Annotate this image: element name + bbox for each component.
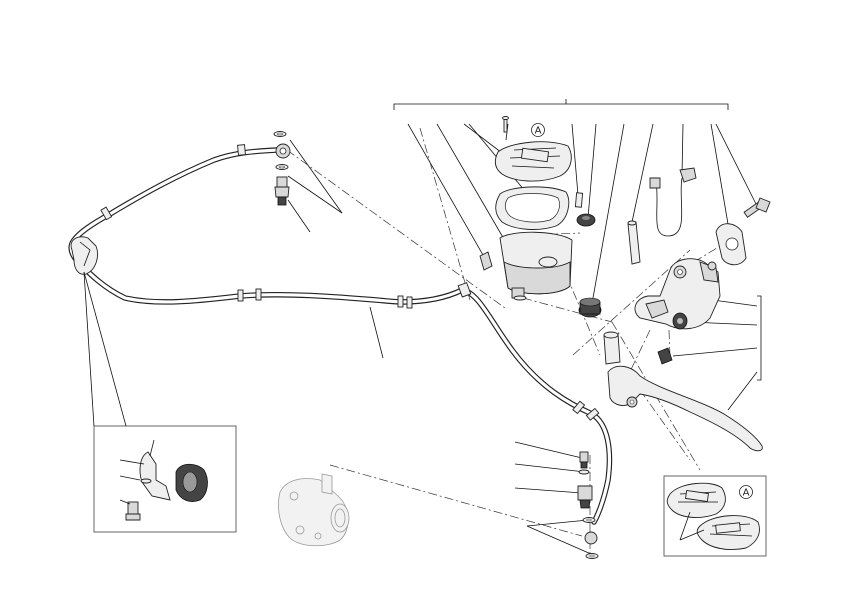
right-group-bracket xyxy=(757,295,762,381)
lower-fitting-stack xyxy=(577,451,599,559)
upper-banjo-bolt xyxy=(273,131,290,206)
leader-lines-lower xyxy=(287,139,592,555)
reservoir-body xyxy=(479,231,573,301)
clutch-switch xyxy=(649,167,697,237)
callout-a-main-circle xyxy=(531,123,545,137)
leader-lines-top xyxy=(407,123,759,299)
master-cylinder-clamp xyxy=(715,223,747,266)
top-group-bracket xyxy=(393,99,729,110)
lever-parts xyxy=(603,331,673,365)
callout-a-inset-circle xyxy=(739,485,753,499)
master-cylinder xyxy=(634,258,721,330)
reservoir-gasket xyxy=(495,186,570,230)
reservoir-cap: A xyxy=(494,116,572,182)
reservoir-fittings xyxy=(574,192,602,318)
clutch-hose xyxy=(68,143,613,525)
slave-cylinder-ghost xyxy=(278,473,350,547)
callout-a-inset: A xyxy=(743,488,750,499)
pushrod-pin xyxy=(627,220,641,265)
callout-a-main: A xyxy=(535,126,542,137)
inset-reservoir-cap: A xyxy=(663,475,767,557)
clamp-bolt xyxy=(743,197,771,218)
clutch-lever xyxy=(607,365,763,452)
inset-hose-clip xyxy=(83,271,237,533)
